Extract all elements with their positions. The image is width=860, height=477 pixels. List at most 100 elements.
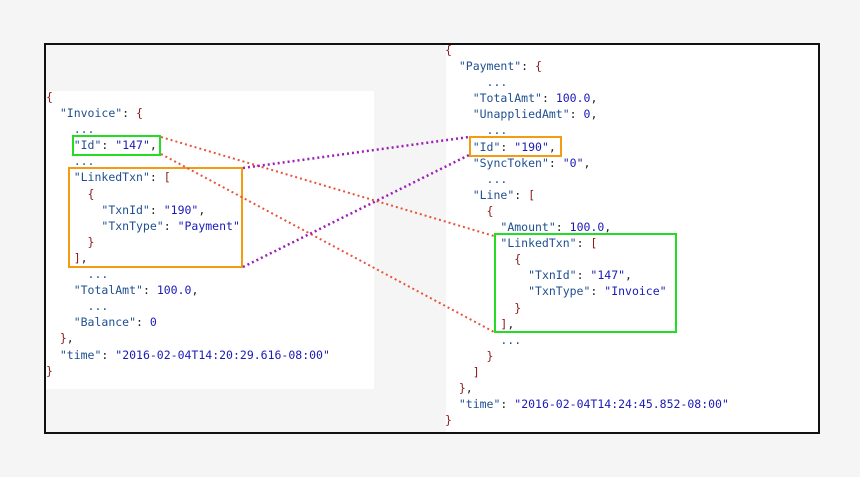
json-number: 100.0 [156,283,192,298]
json-key: "TotalAmt" [472,91,542,106]
json-text [46,203,101,217]
invoice-code-line: ... [46,266,330,282]
json-bracket: } [445,413,452,428]
invoice-code-line: "Invoice": { [46,105,330,121]
json-text [46,219,101,233]
json-text [445,59,459,73]
invoice-code-line: }, [46,330,330,346]
json-bracket: } [514,300,522,315]
ellipsis: ... [445,123,508,138]
json-text: , [590,107,598,122]
json-bracket: ] [500,316,508,331]
json-key: "LinkedTxn" [73,170,150,185]
json-bracket: ] [472,364,480,379]
json-text [445,252,514,266]
json-text: : [541,91,556,106]
json-text: , [191,283,199,298]
json-bracket: } [46,363,53,378]
json-text: : [136,315,150,330]
json-text [46,106,60,120]
json-text [445,365,473,379]
json-text: , [465,380,473,395]
invoice-code-line: ... [46,121,330,137]
json-key: "Id" [472,139,501,154]
invoice-code-line: ], [46,250,330,266]
invoice-code-line: } [46,363,330,379]
json-bracket: { [46,90,53,104]
json-string: "2016-02-04T14:24:45.852-08:00" [514,397,729,412]
json-text: : [149,170,164,185]
json-key: "LinkedTxn" [500,236,577,251]
payment-code-line: { [445,203,729,219]
invoice-code-line: ... [46,298,330,314]
json-text: : [122,106,137,121]
json-bracket: { [514,252,522,267]
invoice-code-line: "TxnId": "190", [46,202,330,218]
json-key: "TxnId" [101,202,150,217]
json-text: : [500,139,515,154]
json-string: "2016-02-04T14:20:29.616-08:00" [115,347,330,362]
json-bracket: [ [590,236,598,251]
json-text [46,331,60,345]
json-text: , [590,91,598,106]
payment-code-line: ... [445,171,729,187]
json-text [46,235,88,249]
json-text [445,107,473,121]
json-bracket: { [136,106,143,121]
ellipsis: ... [46,299,109,314]
payment-code-line: ... [445,74,729,90]
json-bracket: { [535,59,542,74]
json-text: : [514,187,529,202]
json-text: , [198,202,206,217]
json-key: "TxnType" [528,284,591,299]
ellipsis: ... [445,75,508,90]
json-text [445,156,473,170]
json-bracket: } [486,348,494,363]
json-key: "TxnId" [528,268,577,283]
json-bracket: { [486,203,494,218]
invoice-code-line: ... [46,153,330,169]
json-text: : [590,284,605,299]
json-key: "time" [59,347,102,362]
json-text [445,397,459,411]
json-bracket: [ [163,170,171,185]
json-bracket: { [87,186,95,201]
payment-code-line: } [445,348,729,364]
json-bracket: ] [73,250,81,265]
json-text [46,348,60,362]
json-text: , [604,220,612,235]
json-string: "190" [163,202,199,217]
json-text: , [66,331,74,346]
json-number: 0 [583,107,591,122]
ellipsis: ... [445,332,522,347]
payment-code-line: { [445,251,729,267]
json-number: 0 [149,315,157,330]
json-key: "TotalAmt" [73,283,143,298]
payment-code-line: "Payment": { [445,58,729,74]
payment-code-line: "TxnId": "147", [445,267,729,283]
json-text [445,349,487,363]
json-key: "time" [458,397,501,412]
json-text [46,170,74,184]
json-string: "Invoice" [604,284,667,299]
invoice-json-code: { "Invoice": { ... "Id": "147", ... "Lin… [46,89,330,379]
json-key: "Amount" [500,220,556,235]
invoice-code-line: "Id": "147", [46,137,330,153]
json-bracket: [ [528,187,536,202]
json-text [445,204,487,218]
json-text: : [555,220,570,235]
json-text: : [548,155,563,170]
payment-code-line: { [445,42,729,58]
json-text: , [548,139,556,154]
json-text [445,140,473,154]
json-key: "SyncToken" [472,155,549,170]
json-text: : [500,397,515,412]
json-text: : [576,236,591,251]
json-text [445,284,528,298]
payment-code-line: "SyncToken": "0", [445,155,729,171]
json-bracket: { [445,43,452,57]
json-string: "190" [514,139,549,154]
json-text [445,301,514,315]
invoice-code-line: "TxnType": "Payment" [46,218,330,234]
json-text [445,220,500,234]
